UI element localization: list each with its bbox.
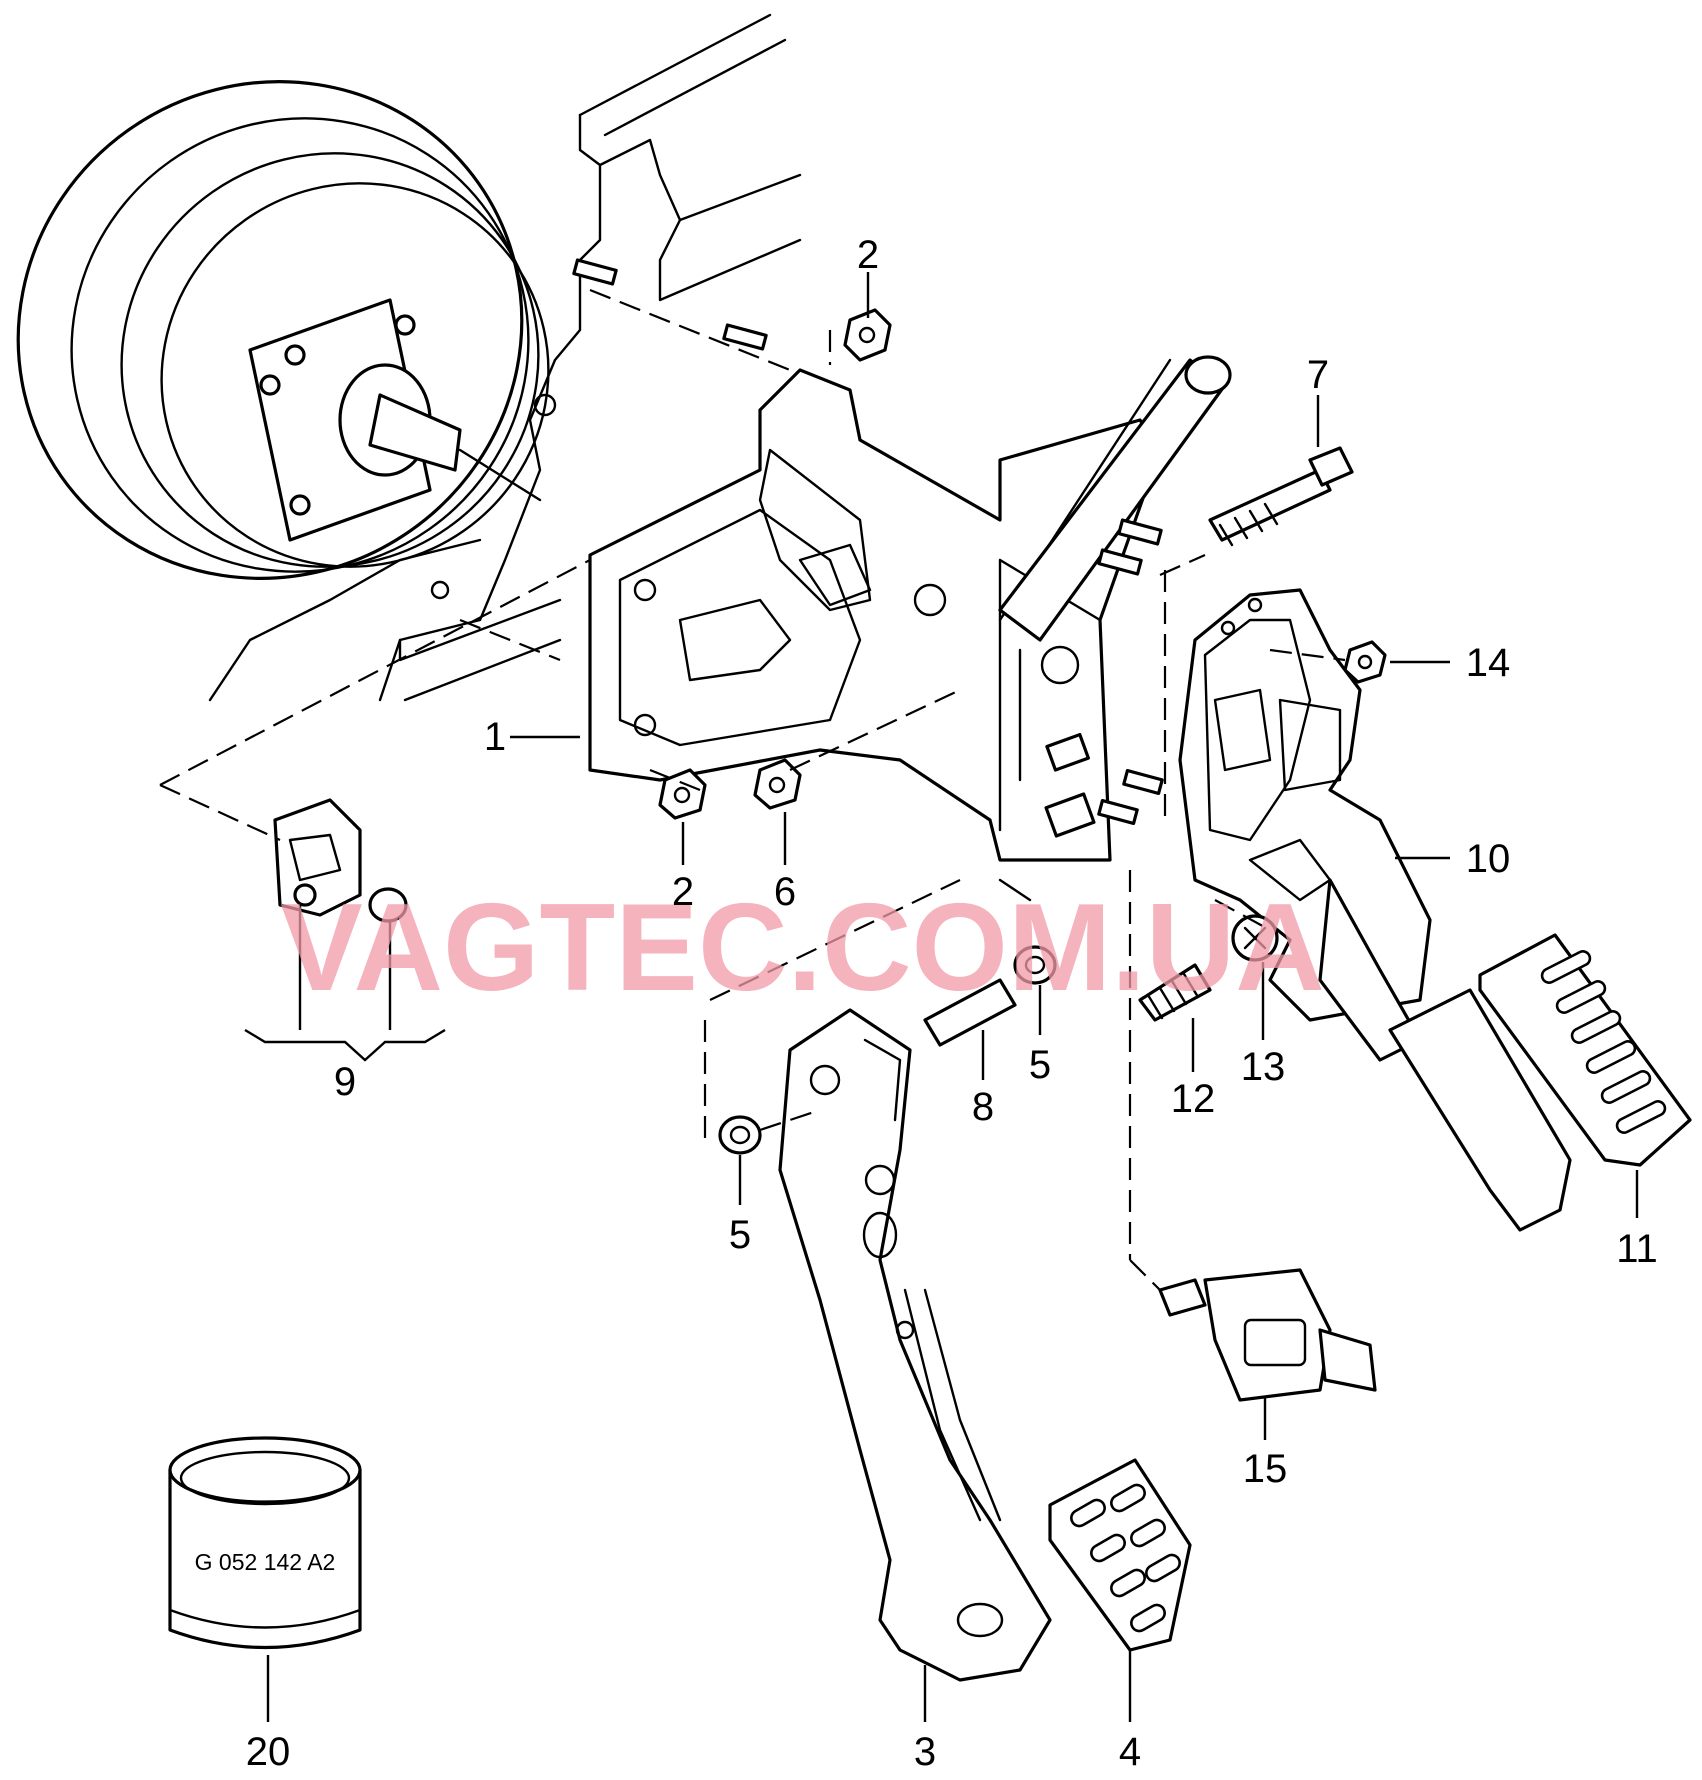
callout-3: 3 [914, 1730, 936, 1774]
callout-labels: 2 1 2 6 7 14 10 11 5 8 5 12 13 15 9 3 4 … [246, 233, 1658, 1774]
callout-10: 10 [1466, 837, 1511, 881]
leader-lines [244, 272, 1639, 1722]
callout-9: 9 [334, 1060, 356, 1104]
callout-4: 4 [1119, 1730, 1141, 1774]
callout-8: 8 [972, 1085, 994, 1129]
callout-15: 15 [1243, 1447, 1288, 1491]
brake-servo [16, 80, 550, 580]
callout-14: 14 [1466, 641, 1511, 685]
brake-light-switch [1158, 1268, 1377, 1402]
grease-can-label: G 052 142 A2 [195, 1549, 336, 1575]
accelerator-pad [1478, 933, 1692, 1167]
bracket-9 [273, 798, 408, 923]
nut-2-top [843, 308, 892, 362]
callout-20: 20 [246, 1730, 291, 1774]
callout-7: 7 [1307, 353, 1329, 397]
nut-6 [753, 758, 802, 810]
sleeve-8 [923, 978, 1017, 1047]
pedal-bracket [588, 358, 1202, 902]
bush-5-bottom [718, 1115, 762, 1155]
assembly-lines [159, 288, 1346, 1291]
studs [572, 258, 1164, 826]
nut-2-bottom [658, 768, 707, 820]
callout-6: 6 [774, 870, 796, 914]
clutch-pedal [778, 1008, 1052, 1682]
accelerator-module [1178, 588, 1572, 1232]
grease-can [168, 1436, 362, 1650]
clip-13 [1231, 914, 1279, 962]
callout-2-top: 2 [857, 233, 879, 277]
bolt-7 [1208, 446, 1354, 547]
spring-12 [1138, 963, 1212, 1022]
callout-13: 13 [1241, 1045, 1286, 1089]
support-strut [998, 355, 1232, 642]
callout-2-bottom: 2 [672, 870, 694, 914]
brake-pad [1048, 1458, 1192, 1652]
callout-5-top: 5 [1029, 1043, 1051, 1087]
callout-12: 12 [1171, 1077, 1216, 1121]
callout-11: 11 [1616, 1227, 1658, 1271]
bush-5-top [1013, 945, 1057, 985]
watermark-text: VAGTEC.COM.UA [280, 879, 1325, 1017]
callout-5-bottom: 5 [729, 1213, 751, 1257]
callout-1: 1 [484, 715, 506, 759]
